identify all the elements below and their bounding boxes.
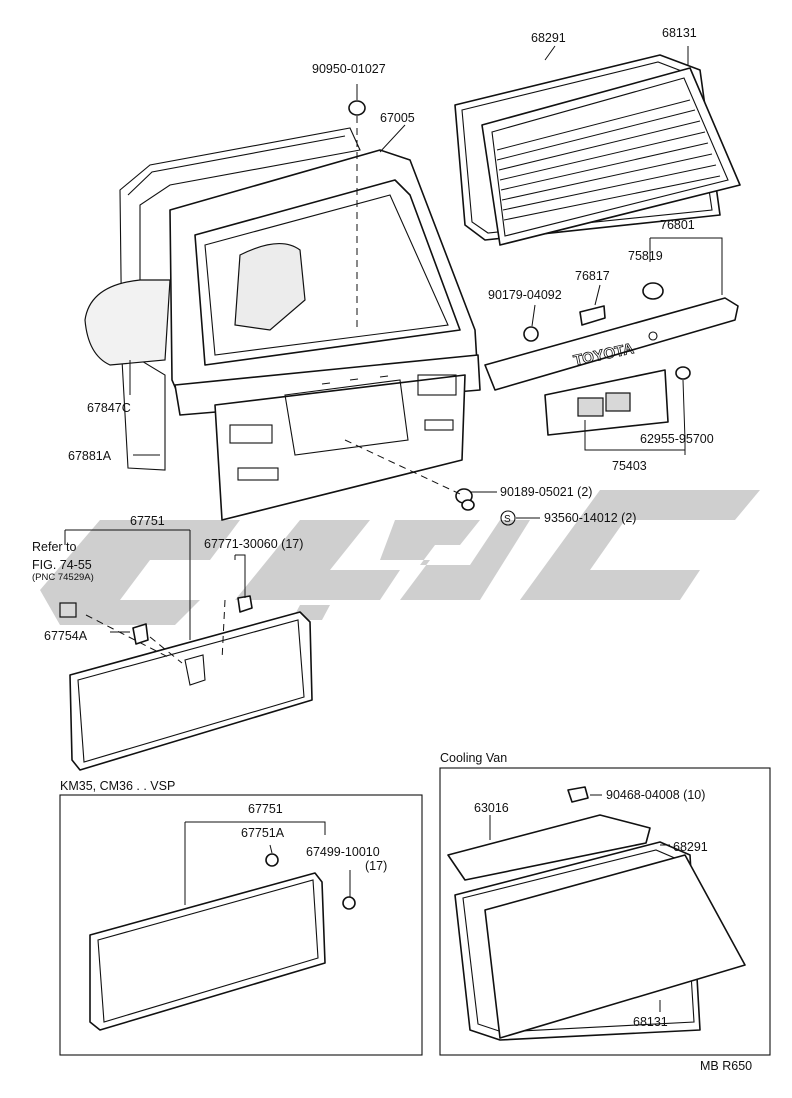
label-67005: 67005 — [380, 111, 415, 125]
refer-note-line2: FIG. 74-55 — [32, 558, 92, 572]
label-75403: 75403 — [612, 459, 647, 473]
label-67499-qty: (17) — [365, 859, 387, 873]
clip-parts — [523, 282, 691, 380]
label-67847c: 67847C — [87, 401, 131, 415]
refer-note-line3: (PNC 74529A) — [32, 572, 94, 583]
inset-vsp-title: KM35, CM36 . . VSP — [60, 779, 175, 793]
grommet-part — [348, 100, 366, 330]
label-90189-05021: 90189-05021 (2) — [500, 485, 592, 499]
label-68131-top: 68131 — [662, 26, 697, 40]
back-door-garnish: TOYOTA — [484, 297, 739, 391]
inset-vsp-box — [59, 794, 423, 1056]
label-68291-cooling-van: 68291 — [673, 840, 708, 854]
refer-note-line1: Refer to — [32, 540, 77, 554]
label-67881a: 67881A — [68, 449, 112, 463]
back-door-glass-top — [454, 54, 741, 246]
inset-cooling-van-box — [439, 767, 771, 1056]
label-90950-01027: 90950-01027 — [312, 62, 386, 76]
label-67751-vsp: 67751 — [248, 802, 283, 816]
label-76801: 76801 — [660, 218, 695, 232]
door-trim-board — [59, 595, 313, 771]
label-67751-main: 67751 — [130, 514, 165, 528]
vsp-trim-board — [89, 821, 356, 1031]
part-labels: 90950-01027 67005 68291 68131 76801 7581… — [32, 26, 752, 1073]
label-76817: 76817 — [575, 269, 610, 283]
label-67754a: 67754A — [44, 629, 88, 643]
symbol-s: S — [504, 514, 511, 525]
back-door-weatherstrip — [84, 127, 361, 471]
leader-lines — [64, 45, 723, 640]
label-67499-10010: 67499-10010 — [306, 845, 380, 859]
label-93560-14012: 93560-14012 (2) — [544, 511, 636, 525]
watermark-logo — [40, 490, 760, 625]
footer-code: MB R650 — [700, 1059, 752, 1073]
label-75819: 75819 — [628, 249, 663, 263]
label-63016: 63016 — [474, 801, 509, 815]
inset-cooling-van-title: Cooling Van — [440, 751, 507, 765]
label-90468-04008: 90468-04008 (10) — [606, 788, 705, 802]
label-68131-cooling-van: 68131 — [633, 1015, 668, 1029]
label-62955-95700: 62955-95700 — [640, 432, 714, 446]
label-90179-04092: 90179-04092 — [488, 288, 562, 302]
cooling-van-glass — [447, 786, 746, 1041]
label-68291-top: 68291 — [531, 31, 566, 45]
lock-parts — [344, 439, 516, 526]
license-lamp-panel — [544, 369, 669, 436]
label-67751a-vsp: 67751A — [241, 826, 285, 840]
back-door-panel — [169, 149, 481, 521]
label-67771-30060: 67771-30060 (17) — [204, 537, 303, 551]
